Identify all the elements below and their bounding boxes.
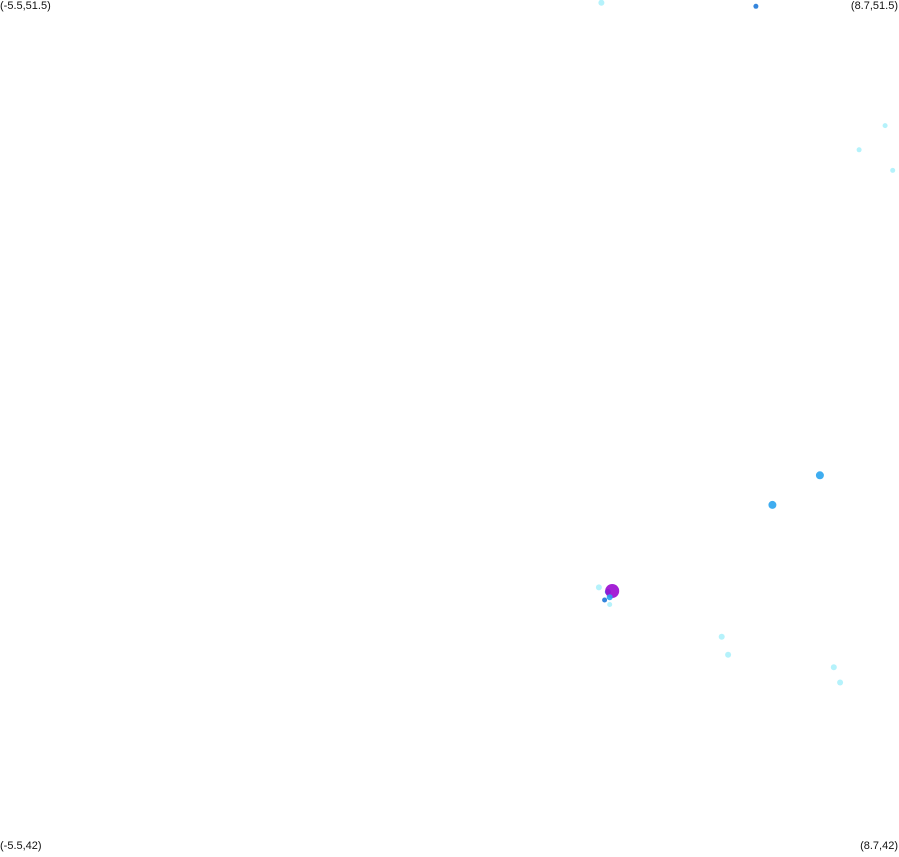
data-point-light [890, 167, 896, 173]
data-point-light [607, 602, 613, 607]
corner-label-top-right: (8.7,51.5) [850, 0, 898, 12]
data-point-light [725, 651, 732, 658]
data-point-light [718, 633, 725, 640]
corner-label-top-left: (-5.5,51.5) [0, 0, 51, 12]
data-point-medium [606, 594, 613, 601]
data-point-dark [602, 597, 608, 603]
corner-label-bottom-right: (8.7,42) [860, 840, 898, 852]
data-point-light [830, 664, 837, 671]
data-point-dark [753, 3, 759, 9]
data-point-medium [815, 471, 824, 480]
data-point-light [882, 123, 888, 129]
corner-label-bottom-left: (-5.5,42) [0, 840, 42, 852]
data-point-light [837, 679, 844, 686]
data-point-light [595, 584, 602, 591]
data-point-light [598, 0, 605, 6]
data-point-medium [768, 500, 777, 509]
data-point-light [856, 147, 862, 153]
